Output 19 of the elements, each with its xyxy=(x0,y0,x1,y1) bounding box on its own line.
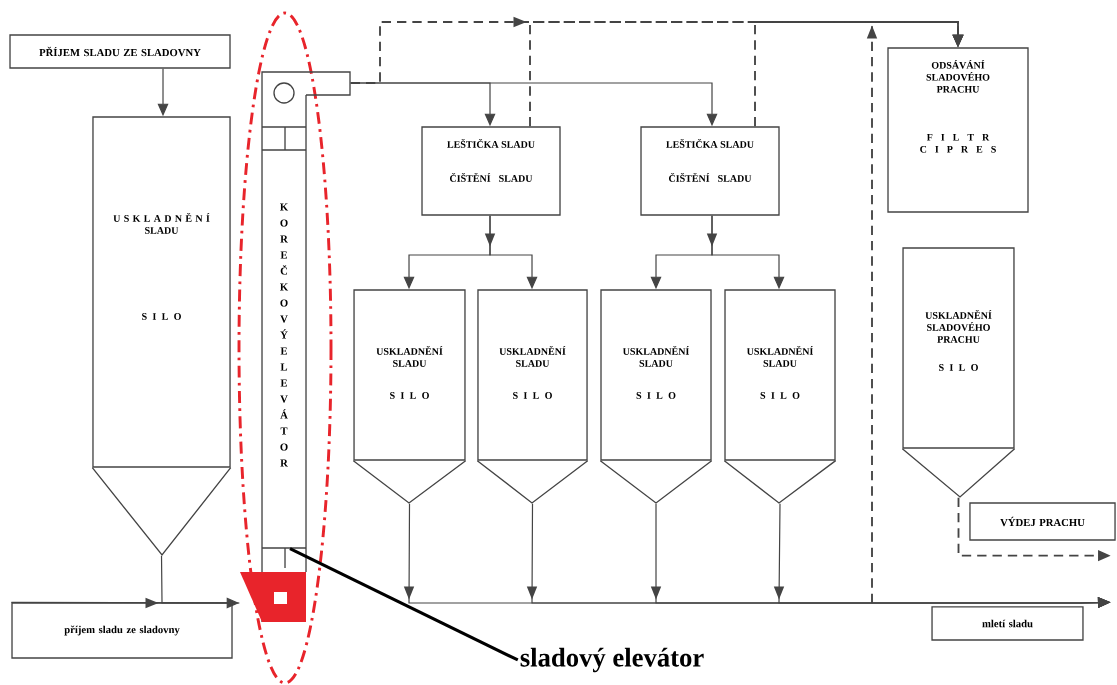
node-label: KOREČKOVÝ ELEVÁTOR xyxy=(280,203,289,467)
label-box: příjem sladu ze sladovny xyxy=(11,602,233,659)
process-box: ODSÁVÁNÍ SLADOVÉHO PRACHU F I L T R C I P R E S xyxy=(887,47,1029,213)
leader-line xyxy=(289,547,519,662)
process-box: LEŠTIČKA SLADU ČIŠTĚNÍ SLADU xyxy=(640,126,780,216)
silo: U S K L A D N Ě N Í SLADU S I L O xyxy=(91,116,232,557)
silo: USKLADNĚNÍ SLADU S I L O xyxy=(476,289,589,504)
bucket-elevator: KOREČKOVÝ ELEVÁTOR xyxy=(240,71,351,623)
silo: USKLADNĚNÍ SLADU S I L O xyxy=(352,289,467,504)
caption-text: sladový elevátor xyxy=(520,647,704,673)
label-box: PŘÍJEM SLADU ZE SLADOVNY xyxy=(9,34,231,69)
connector-line xyxy=(160,555,240,604)
silo: USKLADNĚNÍ SLADU S I L O xyxy=(723,289,837,504)
silo: USKLADNĚNÍ SLADU S I L O xyxy=(599,289,713,504)
arrow xyxy=(866,21,964,604)
label-box: mletí sladu xyxy=(931,606,1084,641)
silo: USKLADNĚNÍ SLADOVÉHO PRACHU S I L O xyxy=(901,247,1016,498)
process-box: LEŠTIČKA SLADU ČIŠTĚNÍ SLADU xyxy=(421,126,561,216)
label-box: VÝDEJ PRACHU xyxy=(969,502,1116,541)
